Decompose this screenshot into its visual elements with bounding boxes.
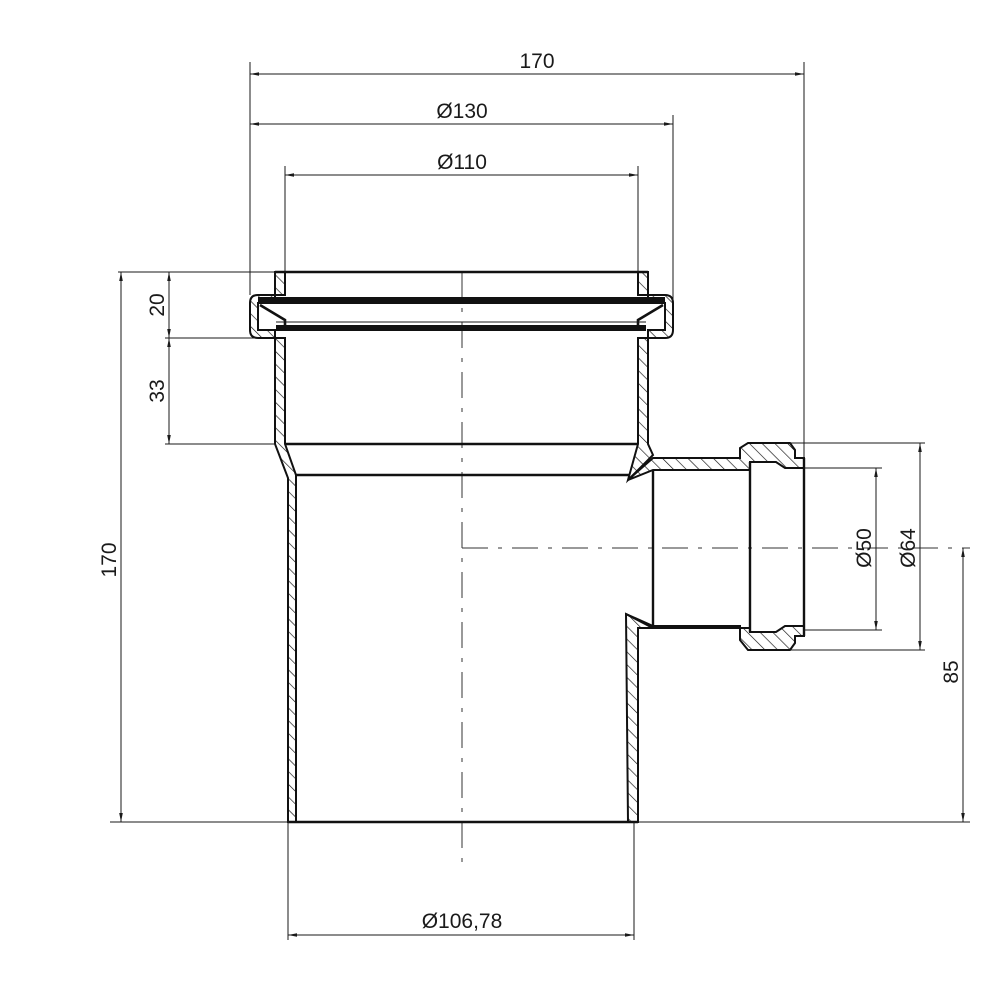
dimension-socket-inner-diameter: Ø110 <box>284 151 639 272</box>
branch-wall-upper <box>627 442 805 481</box>
body-wall-right-lower <box>624 612 654 823</box>
dimension-seal-and-socket-depth: 20 33 <box>118 271 275 445</box>
seal-ring-upper <box>258 297 665 304</box>
centerlines <box>461 272 970 870</box>
socket-outer-diameter-label: Ø130 <box>436 100 487 123</box>
branch-outer-diameter-label: Ø64 <box>897 528 920 568</box>
seal-height-label: 20 <box>146 293 169 316</box>
seal-housing-left <box>249 294 276 339</box>
seal-housing-right <box>647 294 674 339</box>
overall-width-label: 170 <box>519 50 554 73</box>
socket-wall-left-lower <box>274 337 297 823</box>
seal-lip-left <box>259 303 287 325</box>
dimension-overall-height: 170 <box>98 272 290 823</box>
dimension-socket-outer-diameter: Ø130 <box>250 100 674 300</box>
overall-height-label: 170 <box>98 542 121 577</box>
socket-left-wall <box>274 271 286 296</box>
seal-lip-right <box>636 303 664 325</box>
socket-right-wall <box>637 271 649 296</box>
branch-axis-height-label: 85 <box>940 660 963 683</box>
dimension-overall-width: 170 <box>249 50 805 458</box>
dimension-branch-diameters: Ø50 Ø64 <box>790 442 925 651</box>
spigot-diameter-label: Ø106,78 <box>422 910 503 933</box>
branch-outlet <box>625 442 806 651</box>
socket-wall-right-upper <box>626 337 655 484</box>
main-pipe-body <box>249 270 674 824</box>
branch-inner-diameter-label: Ø50 <box>853 528 876 568</box>
socket-inner-diameter-label: Ø110 <box>437 151 487 174</box>
seal-ring-lower <box>276 325 646 331</box>
dimension-spigot-diameter: Ø106,78 <box>287 822 635 940</box>
socket-depth-label: 33 <box>146 379 169 402</box>
dimension-branch-axis-height: 85 <box>638 548 970 823</box>
